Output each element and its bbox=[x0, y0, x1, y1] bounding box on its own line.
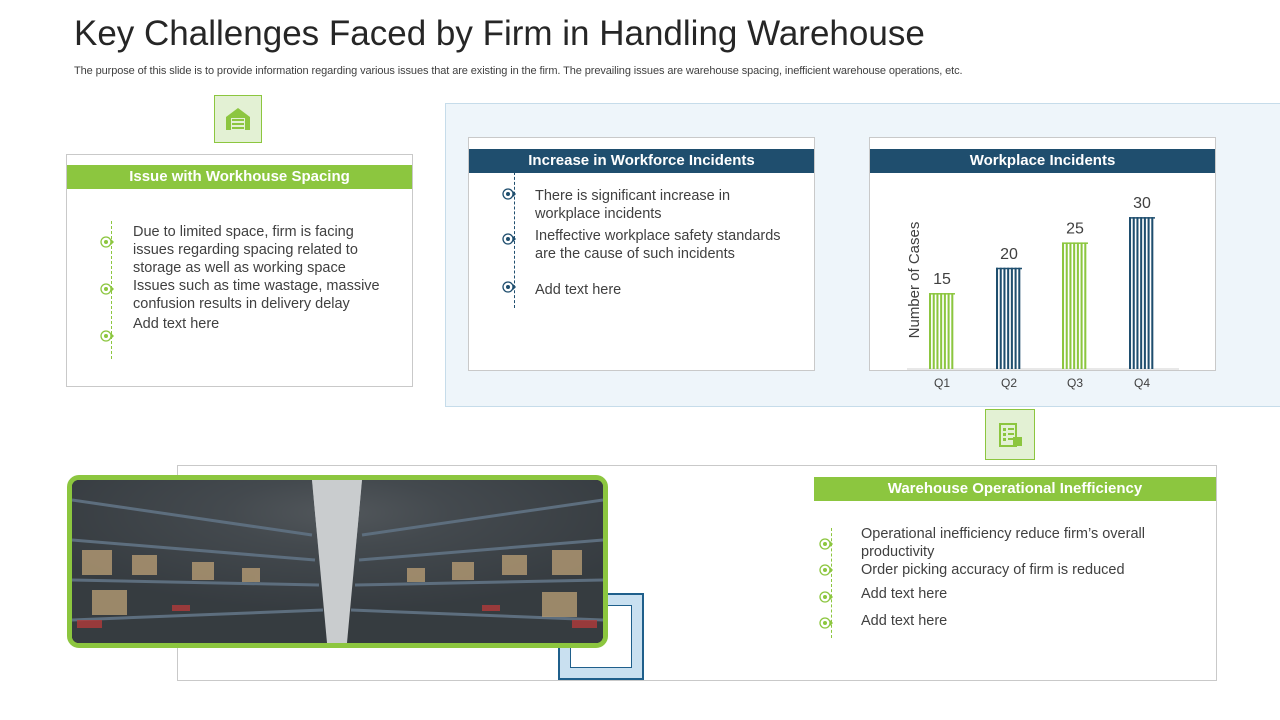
workforce-panel: Increase in Workforce Incidents There is… bbox=[468, 137, 815, 371]
incidents-chart-panel: Workplace Incidents bbox=[869, 137, 1216, 371]
incidents-panel-header: Workplace Incidents bbox=[870, 149, 1215, 173]
bullet-target-icon bbox=[819, 564, 833, 576]
bullet-item: Ineffective workplace safety standards a… bbox=[535, 228, 781, 262]
bullet-target-icon bbox=[819, 591, 833, 603]
x-tick-label: Q1 bbox=[934, 376, 950, 390]
bullet-target-icon bbox=[819, 538, 833, 550]
bar-value-label: 15 bbox=[933, 271, 951, 288]
bullet-item: Add text here bbox=[133, 316, 220, 332]
checklist-icon bbox=[999, 422, 1022, 447]
warehouse-icon-box bbox=[214, 95, 262, 143]
spacing-bullet-list: Due to limited space, firm is facing iss… bbox=[133, 223, 383, 333]
bullet-item: Add text here bbox=[535, 282, 622, 298]
x-tick-label: Q3 bbox=[1067, 376, 1083, 390]
bar-q3 bbox=[1062, 242, 1088, 369]
bar-q2 bbox=[996, 267, 1022, 369]
bar-q4 bbox=[1129, 217, 1155, 369]
bullet-item: There is significant increase in workpla… bbox=[535, 188, 731, 222]
checklist-icon-box bbox=[985, 409, 1035, 460]
spacing-panel: Issue with Workhouse Spacing Due to limi… bbox=[66, 154, 413, 387]
page-subtitle: The purpose of this slide is to provide … bbox=[74, 65, 963, 77]
bullet-target-icon bbox=[819, 617, 833, 629]
operational-panel-header: Warehouse Operational Inefficiency bbox=[814, 477, 1216, 501]
spacing-panel-header: Issue with Workhouse Spacing bbox=[67, 165, 412, 189]
warehouse-icon bbox=[226, 108, 250, 130]
x-tick-label: Q2 bbox=[1001, 376, 1017, 390]
bullet-target-icon bbox=[502, 233, 516, 245]
timeline-line bbox=[831, 528, 832, 638]
bullet-target-icon bbox=[502, 188, 516, 200]
bullet-item: Add text here bbox=[861, 586, 948, 602]
workforce-bullet-list: There is significant increase in workpla… bbox=[535, 187, 797, 299]
bullet-target-icon bbox=[100, 283, 114, 295]
bullet-target-icon bbox=[100, 330, 114, 342]
page-title: Key Challenges Faced by Firm in Handling… bbox=[74, 14, 925, 53]
workforce-panel-header: Increase in Workforce Incidents bbox=[469, 149, 814, 173]
x-tick-label: Q4 bbox=[1134, 376, 1150, 390]
bullet-target-icon bbox=[502, 281, 516, 293]
bar-value-label: 30 bbox=[1133, 195, 1151, 212]
warehouse-aisle-image bbox=[72, 480, 603, 643]
operational-panel: Warehouse Operational Inefficiency bbox=[814, 477, 1216, 501]
bar-q1 bbox=[929, 293, 955, 369]
y-axis-label: Number of Cases bbox=[906, 222, 923, 339]
bullet-item: Due to limited space, firm is facing iss… bbox=[133, 224, 358, 276]
bullet-item: Operational inefficiency reduce firm’s o… bbox=[861, 526, 1145, 560]
bullet-item: Issues such as time wastage, massive con… bbox=[133, 278, 380, 312]
bar-value-label: 20 bbox=[1000, 246, 1018, 263]
bar-value-label: 25 bbox=[1066, 220, 1084, 237]
warehouse-aisle-photo bbox=[67, 475, 608, 648]
bullet-target-icon bbox=[100, 236, 114, 248]
bullet-item: Add text here bbox=[861, 613, 948, 629]
operational-bullet-list: Operational inefficiency reduce firm’s o… bbox=[861, 525, 1161, 630]
bullet-item: Order picking accuracy of firm is reduce… bbox=[861, 562, 1125, 578]
